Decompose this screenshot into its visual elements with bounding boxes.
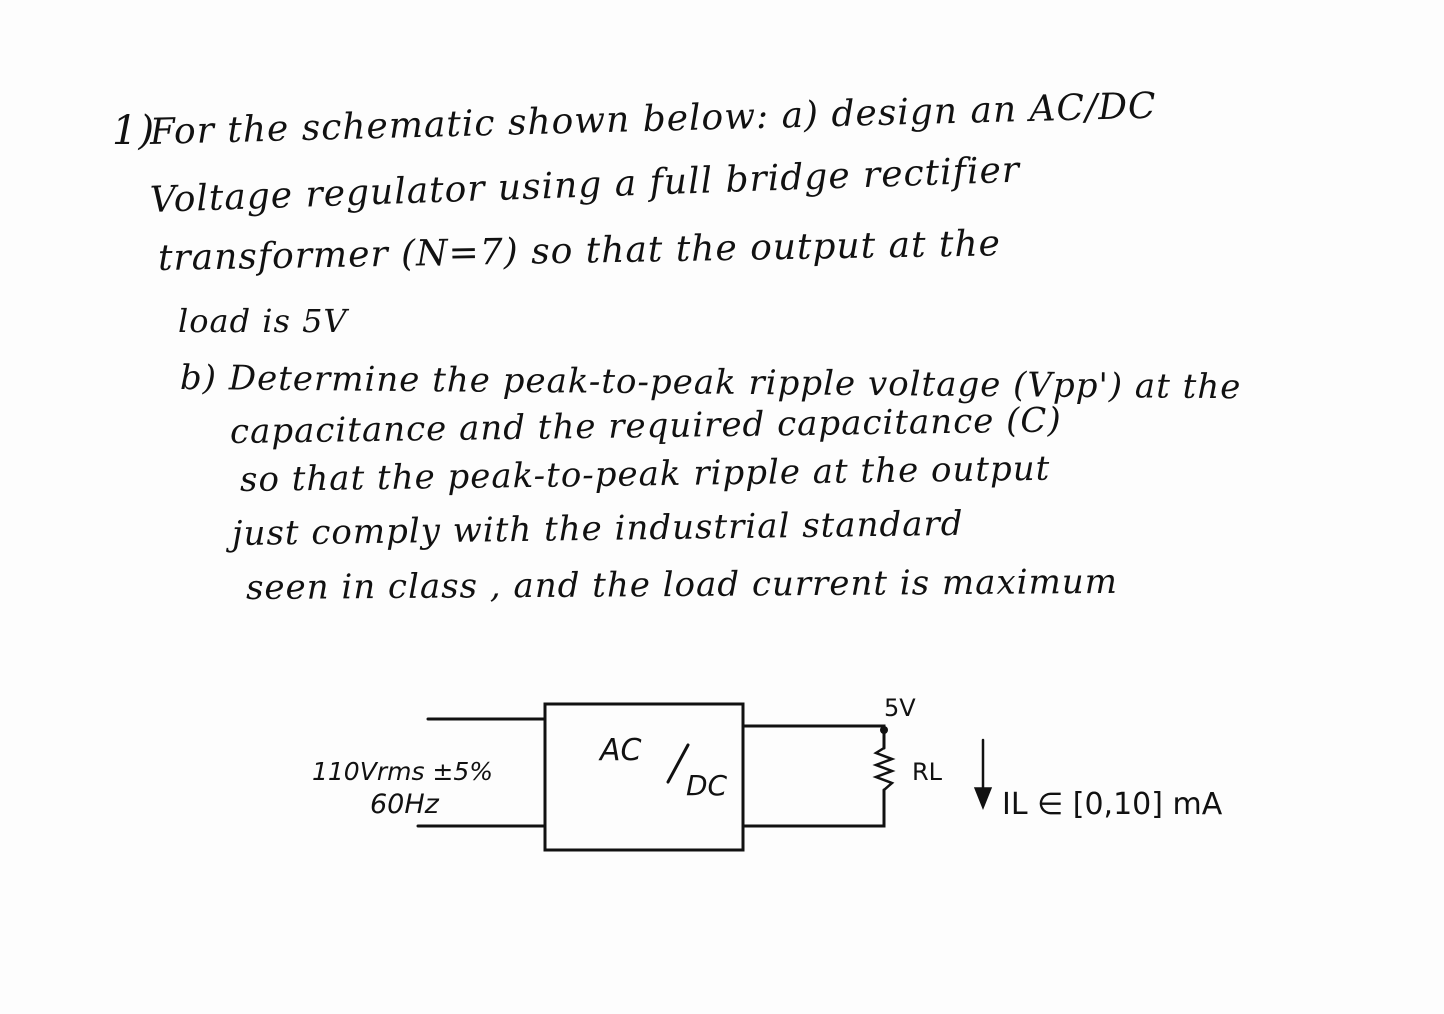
input-frequency-label: 60Hz <box>370 789 440 820</box>
block-label-ac: AC <box>598 733 642 768</box>
load-resistor-label: RL <box>912 758 943 786</box>
input-voltage-label: 110Vrms ±5% <box>312 757 493 786</box>
load-current-label: IL ∈ [0,10] mA <box>1002 787 1223 822</box>
output-voltage-label: 5V <box>884 694 916 722</box>
block-label-slash <box>666 743 690 784</box>
problem-number: 1) <box>112 108 156 154</box>
acdc-block <box>543 702 745 852</box>
block-label-dc: DC <box>686 769 728 802</box>
output-wire-top <box>741 724 886 750</box>
output-wire-bottom <box>741 788 886 828</box>
current-arrow-head <box>973 787 993 811</box>
problem-text-line-4: load is 5V <box>178 302 348 340</box>
load-resistor <box>872 746 896 792</box>
output-node <box>880 726 888 734</box>
